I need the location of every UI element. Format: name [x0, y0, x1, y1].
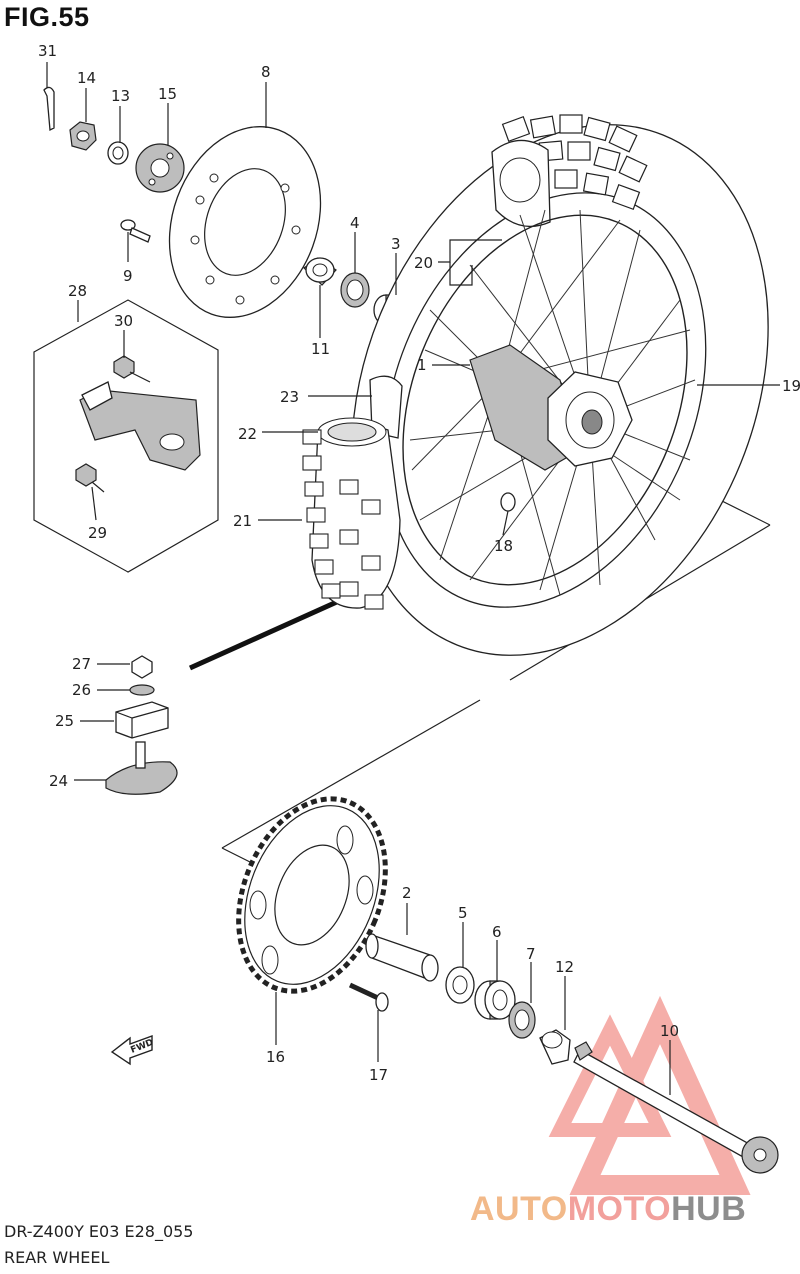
callout-30: 30 — [114, 312, 133, 330]
callout-31: 31 — [38, 42, 57, 60]
rim-lock-bolt-icon — [500, 492, 516, 512]
callout-11: 11 — [311, 340, 330, 358]
callout-14: 14 — [77, 69, 96, 87]
callout-20: 20 — [414, 254, 433, 272]
callout-17: 17 — [369, 1066, 388, 1084]
disc-bolt-icon — [120, 219, 151, 243]
callout-labels: 31 14 13 15 8 9 4 3 20 11 28 30 1 19 23 … — [38, 42, 800, 1084]
callout-27: 27 — [72, 655, 91, 673]
callout-16: 16 — [266, 1048, 285, 1066]
callout-3: 3 — [391, 235, 401, 253]
rear-axle-icon — [573, 1041, 779, 1174]
callout-12: 12 — [555, 958, 574, 976]
chain-adjuster-icon — [135, 143, 185, 193]
callout-8: 8 — [261, 63, 271, 81]
callout-5: 5 — [458, 904, 468, 922]
callout-6: 6 — [492, 923, 502, 941]
callout-18: 18 — [494, 537, 513, 555]
axle-nut-icon — [69, 121, 97, 151]
forward-arrow-icon: FWD — [110, 1035, 155, 1066]
spacer-icon — [303, 257, 337, 286]
bracket-bolt-bottom-icon — [75, 463, 105, 493]
bracket-bolt-top-icon — [113, 355, 151, 383]
tire-tread-icon — [302, 429, 384, 610]
callout-4: 4 — [350, 214, 360, 232]
brake-disc-icon — [168, 126, 322, 318]
watermark-hub: HUB — [671, 1190, 747, 1228]
oil-seal-icon — [340, 272, 370, 308]
figure-title: FIG.55 — [4, 2, 90, 32]
rear-sprocket-icon — [236, 796, 388, 994]
watermark-text: AUTOMOTOHUB — [470, 1190, 746, 1229]
rim-lock-washer-icon — [129, 684, 155, 696]
callout-29: 29 — [88, 524, 107, 542]
caliper-bracket-group-icon — [33, 299, 219, 573]
callout-25: 25 — [55, 712, 74, 730]
sprocket-bearing-icon — [445, 966, 475, 1004]
figure-name: REAR WHEEL — [4, 1248, 110, 1267]
rim-lock-nut-icon — [131, 655, 153, 679]
drum-bearing-icon — [474, 980, 516, 1020]
axle-spacer-icon — [365, 933, 439, 982]
callout-15: 15 — [158, 85, 177, 103]
callout-22: 22 — [238, 425, 257, 443]
sprocket-oil-seal-icon — [508, 1001, 536, 1039]
watermark-moto: MOTO — [567, 1190, 672, 1228]
callout-1: 1 — [417, 356, 427, 374]
callout-23: 23 — [280, 388, 299, 406]
callout-21: 21 — [233, 512, 252, 530]
callout-26: 26 — [72, 681, 91, 699]
callout-28: 28 — [68, 282, 87, 300]
model-code: DR-Z400Y E03 E28_055 — [4, 1222, 194, 1241]
callout-7: 7 — [526, 945, 536, 963]
callout-2: 2 — [402, 884, 412, 902]
callout-24: 24 — [49, 772, 68, 790]
sprocket-spacer-icon — [539, 1029, 571, 1065]
leader-lines — [46, 62, 780, 1095]
washer-icon — [107, 141, 129, 165]
cotter-pin-icon — [43, 86, 55, 132]
wheel-hub-icon — [469, 344, 633, 471]
rim-lock-block-icon — [115, 701, 169, 739]
callout-10: 10 — [660, 1022, 679, 1040]
rim-lock-plate-icon — [105, 741, 178, 795]
watermark-auto: AUTO — [470, 1190, 568, 1228]
callout-19: 19 — [782, 377, 800, 395]
callout-9: 9 — [123, 267, 133, 285]
sprocket-bolt-icon — [348, 982, 389, 1012]
callout-13: 13 — [111, 87, 130, 105]
